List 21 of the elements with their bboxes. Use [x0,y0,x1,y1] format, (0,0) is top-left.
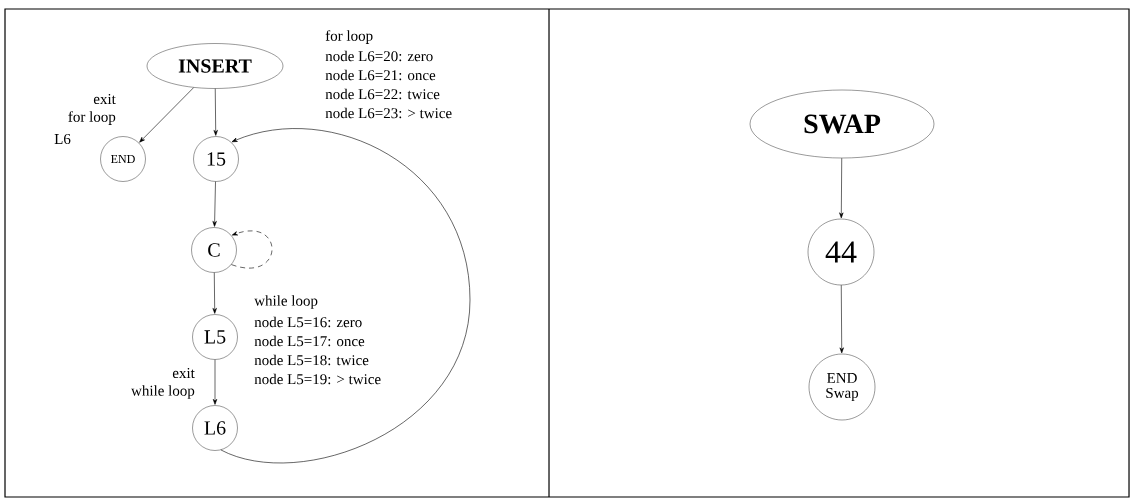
annotation-text: for loop [325,30,373,44]
annotation-text: node L6=22: twice [325,88,440,100]
arrow [212,181,217,227]
arrow [220,128,471,463]
arrow [839,157,844,219]
annotation-text: L6 [54,133,71,145]
annotation-text: node L5=19: > twice [254,373,381,385]
annotation-text: node L5=18: twice [254,354,369,366]
arrow [212,272,217,314]
annotation-text: node L6=21: once [325,69,436,81]
arrow [839,284,844,354]
arrow [139,87,194,143]
arrow [213,88,218,136]
annotation-text: while loop [254,295,318,309]
annotation-text: node L5=17: once [254,335,365,347]
annotation-text: exit [93,93,116,105]
loop-arrow [231,230,273,269]
annotation-text: node L6=23: > twice [325,107,452,119]
annotation-text: exit [172,367,195,379]
arrow [212,359,218,405]
annotation-text: node L6=20: zero [325,50,433,62]
